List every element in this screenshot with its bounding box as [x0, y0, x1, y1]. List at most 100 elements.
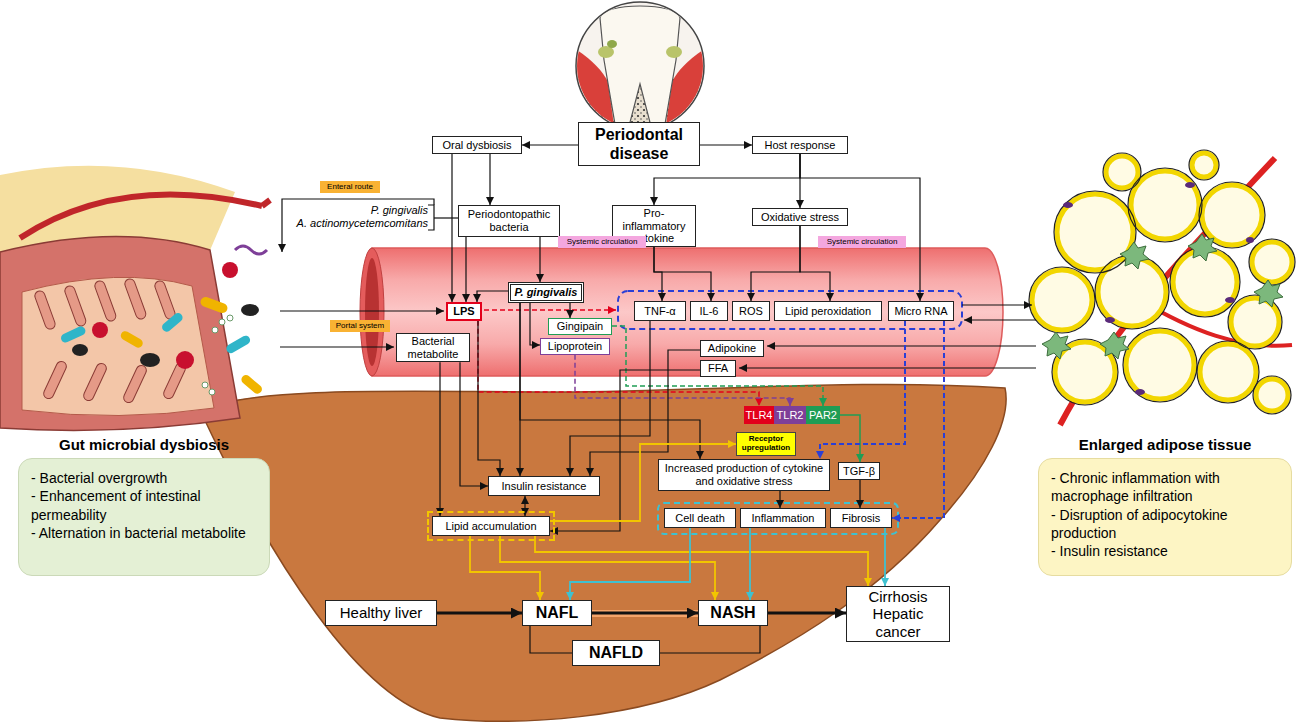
group-outline [592, 291, 962, 617]
gut-illustration [42, 360, 68, 400]
box-text: Enteral route [327, 182, 373, 191]
box-text: Fibrosis [842, 512, 881, 525]
gut-illustration [63, 284, 87, 327]
adipose-illustration [1253, 376, 1291, 414]
connector-arrow [439, 362, 440, 516]
adipose-illustration [1098, 258, 1166, 326]
route-tag: Systemic circulation [818, 236, 906, 248]
tooth-illustration [607, 40, 617, 48]
adipose-illustration [1202, 185, 1262, 245]
box-text: Gingipain [557, 320, 603, 333]
gut-illustration [0, 236, 240, 430]
process-box: Periodontopathic bacteria [458, 205, 560, 237]
box-text: NASH [710, 604, 755, 622]
panel-ground: - Bacterial overgrowth- Enhancement of i… [18, 458, 270, 576]
gut-illustration [72, 344, 88, 356]
connector-arrow [569, 303, 570, 318]
gut-illustration [33, 277, 187, 404]
list-item: - Disruption of adipocytokine production [1051, 506, 1279, 542]
gut-illustration [92, 322, 108, 338]
box-text: Systemic circulation [827, 237, 898, 246]
adipose-illustration [1225, 297, 1235, 303]
process-box: Oral dysbiosis [432, 136, 522, 154]
connector-arrow [437, 612, 522, 615]
box-text: Lipid peroxidation [785, 305, 871, 318]
adipose-illustration [1032, 153, 1292, 411]
leader-line [739, 367, 1036, 368]
connector-arrow [590, 350, 700, 476]
list-item: - Insulin resistance [1051, 542, 1279, 560]
gut-illustration [209, 389, 215, 395]
factor-box: Lipid peroxidation [774, 301, 882, 321]
box-text: Lipoprotein [548, 340, 602, 353]
box-text: TGF-β [843, 465, 875, 478]
group-outline [618, 291, 962, 329]
connector-arrow [592, 612, 698, 615]
connector-arrow [892, 321, 944, 518]
adipose-illustration [1135, 389, 1145, 395]
info-panel: Gut microbial dysbiosis - Bacterial overg… [18, 436, 270, 606]
blood-vessel [360, 248, 1003, 376]
connector-arrow [451, 154, 452, 302]
factor-box: IL-6 [690, 301, 728, 321]
adipose-illustration [1063, 182, 1254, 395]
panel-ground: - Chronic inflammation with macrophage i… [1038, 458, 1292, 576]
connector-arrow [530, 303, 540, 345]
gut-illustration [235, 246, 267, 254]
connector-arrow [660, 626, 760, 653]
connector-arrow [465, 237, 466, 302]
receptor-box: TLR4 [744, 406, 774, 424]
adipose-illustration [1054, 191, 1136, 273]
box-text: LPS [453, 305, 474, 318]
gut-illustration [33, 289, 56, 330]
gut-illustration [60, 325, 87, 344]
factor-box: LPS [446, 302, 482, 321]
adipose-illustration [1029, 150, 1295, 425]
gut-illustration [225, 334, 252, 355]
route-tag: Portal system [330, 320, 390, 332]
list-item: - Chronic inflammation with macrophage i… [1051, 469, 1279, 505]
connector-arrow [478, 321, 500, 476]
tooth-illustration [600, 6, 680, 130]
leader-line [280, 346, 394, 347]
gut-illustration [222, 262, 238, 278]
adipose-illustration [1120, 242, 1149, 269]
process-box: Inflammation [740, 508, 826, 528]
gut-illustration [212, 327, 218, 333]
blood-vessel [365, 258, 379, 366]
box-text: Adipokine [708, 342, 756, 355]
box-text: P. gingivalis [515, 286, 578, 299]
gut-illustration [22, 277, 214, 415]
adipose-illustration [1185, 182, 1195, 188]
stage-box: NAFLD [572, 640, 660, 666]
box-text: TLR2 [777, 409, 804, 422]
connector-arrow [520, 303, 700, 459]
gut-illustration [241, 304, 259, 316]
liver-shape [200, 384, 1006, 721]
tooth-illustration [570, 2, 710, 140]
box-text: Lipid accumulation [445, 520, 536, 533]
adipose-illustration [1095, 255, 1169, 329]
liver-shape [200, 384, 1006, 721]
panel-heading: Gut microbial dysbiosis [18, 436, 270, 453]
box-text: Healthy liver [340, 604, 423, 621]
blood-vessel [372, 248, 1003, 376]
blood-vessel [360, 248, 384, 376]
gut-illustration [82, 362, 108, 402]
adipose-illustration [1228, 295, 1282, 349]
box-text: Portal system [336, 321, 384, 330]
process-box: Oxidative stress [752, 208, 848, 226]
connector-arrow [779, 491, 780, 508]
adipose-illustration [1100, 332, 1129, 359]
gut-illustration [60, 246, 267, 396]
adipose-illustration [1197, 341, 1259, 403]
adipose-illustration [1256, 379, 1288, 411]
receptor-box: TLR2 [774, 406, 806, 424]
adipose-illustration [1029, 150, 1295, 414]
adipose-illustration [1189, 150, 1219, 180]
connector-arrow [522, 144, 578, 145]
species-label: A. actinomycetemcomitans [270, 217, 428, 229]
adipose-illustration [1199, 182, 1265, 248]
box-text: Inflammation [752, 512, 815, 525]
